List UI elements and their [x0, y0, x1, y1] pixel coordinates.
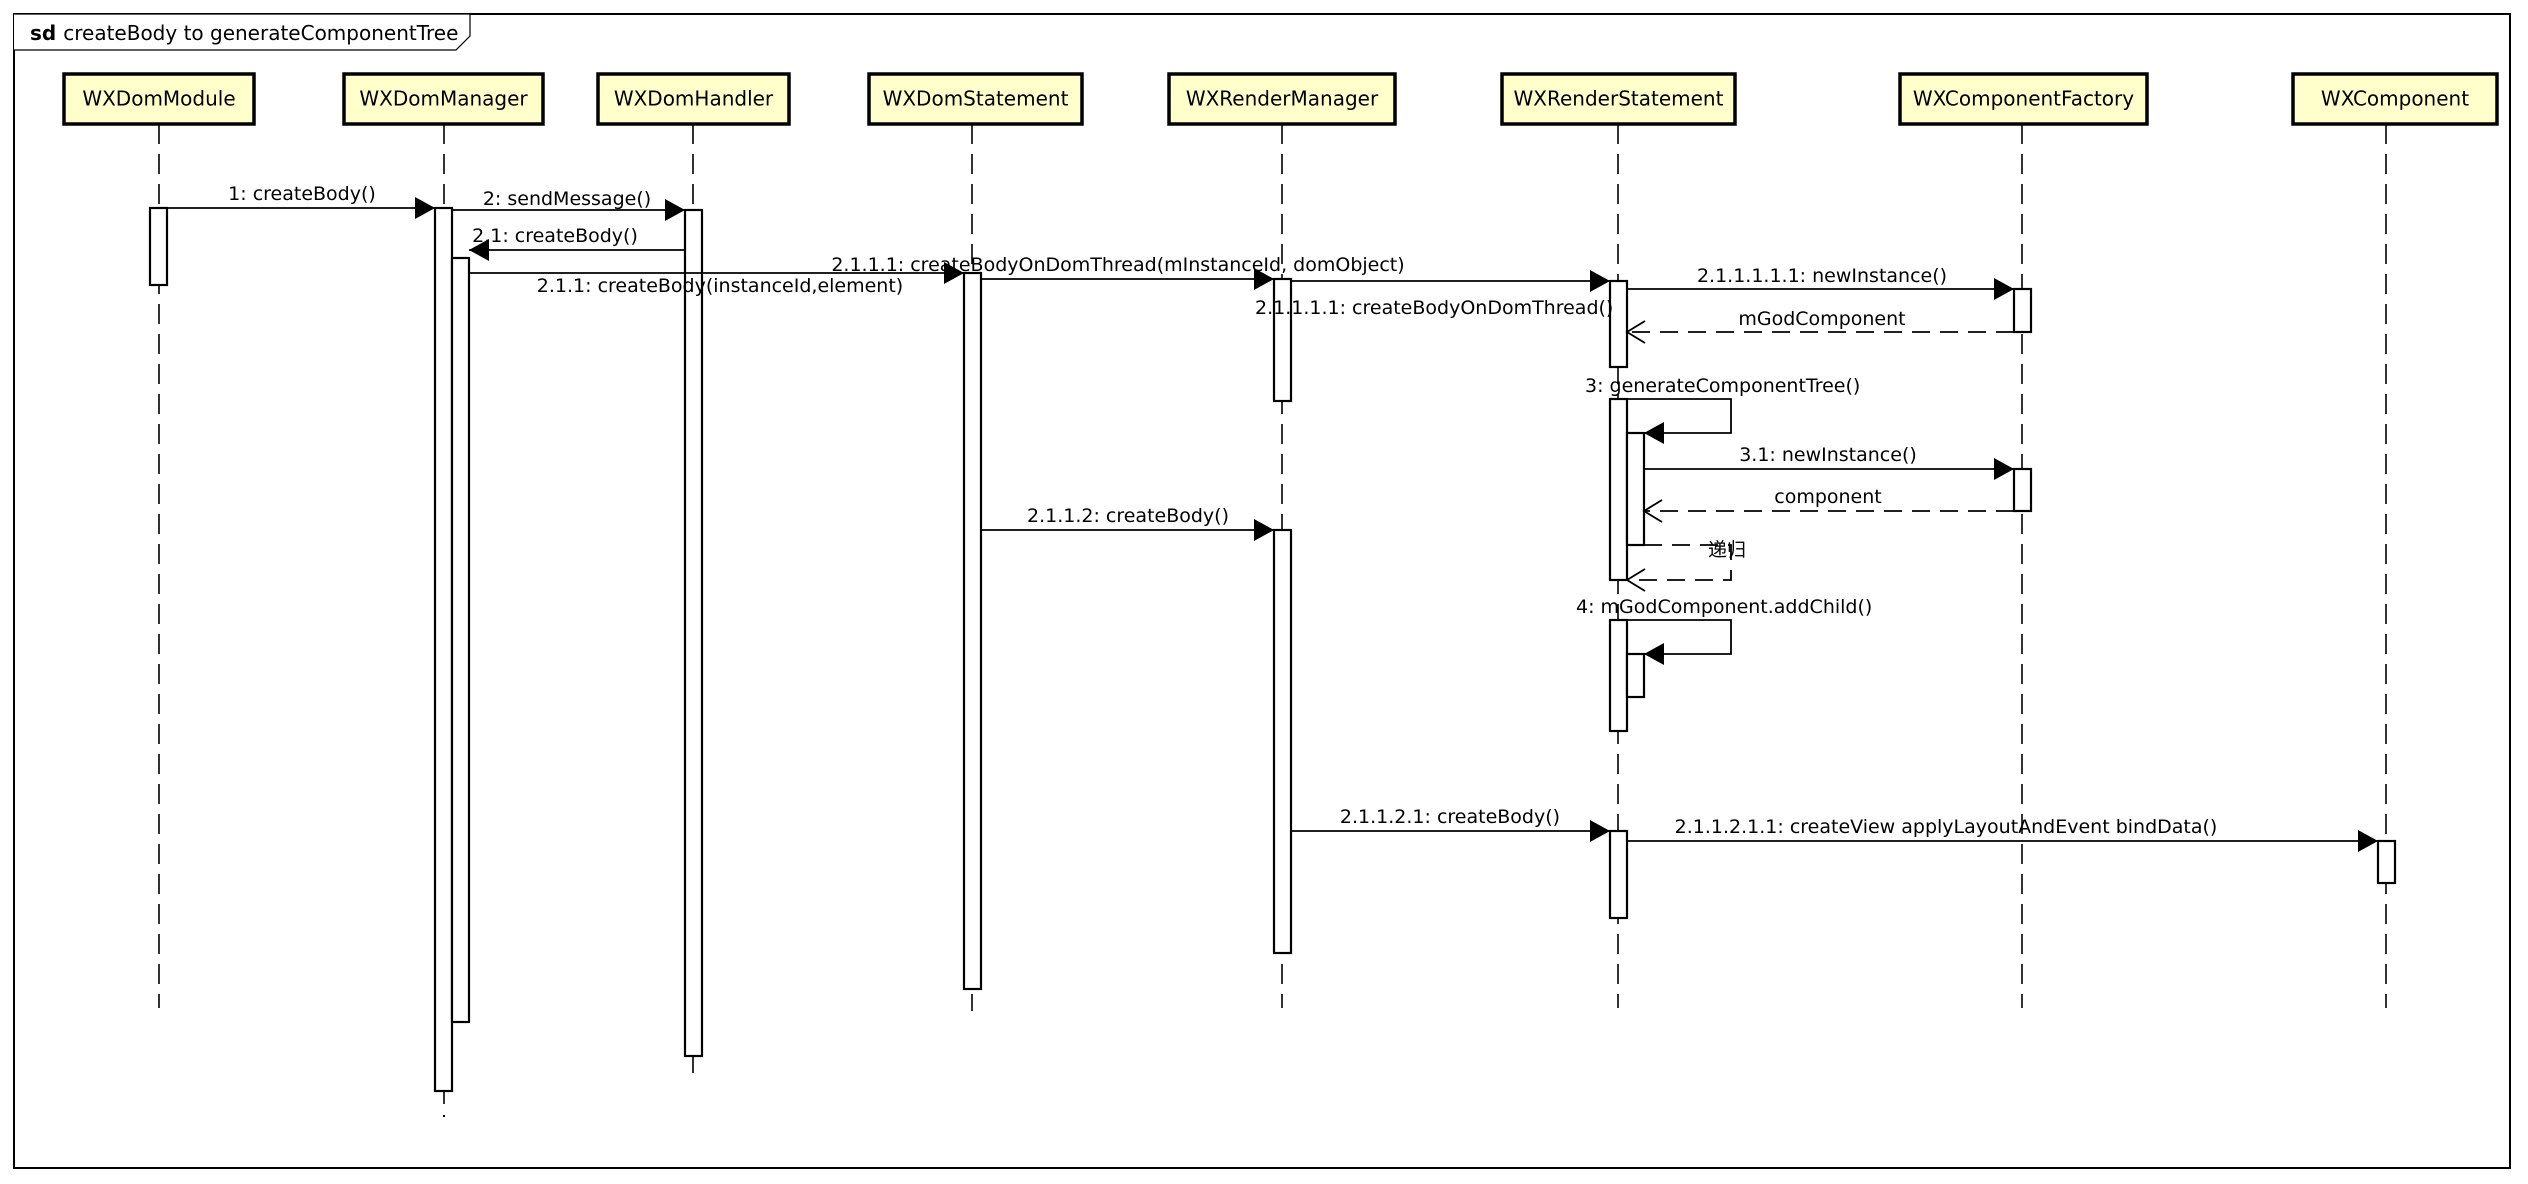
- message-m2-1-1-2-1[interactable]: 2.1.1.2.1: createBody(): [1291, 806, 1610, 842]
- lifeline-header-box[interactable]: [342, 72, 545, 126]
- message-m2[interactable]: 2: sendMessage(): [452, 188, 685, 221]
- frame-title-text: createBody to generateComponentTree: [63, 21, 458, 45]
- lifeline-header-box[interactable]: [62, 72, 256, 126]
- message-r-mGod[interactable]: mGodComponent: [1625, 308, 2014, 344]
- message-m2-1-1-1-1-1[interactable]: 2.1.1.1.1.1: newInstance(): [1627, 265, 2014, 300]
- activation-bar-renderStatement: [1625, 431, 1646, 547]
- arrowhead-filled-icon: [1994, 458, 2014, 480]
- lifeline-header-box[interactable]: [1167, 72, 1397, 126]
- activation-bar-domHandler: [683, 208, 704, 1058]
- activation-bar-renderManager: [1272, 528, 1293, 955]
- activation-bar-renderManager: [1272, 277, 1293, 403]
- message-label: 2.1.1.1.1: createBodyOnDomThread(): [1255, 297, 1613, 319]
- frame-tab-outline: [14, 13, 471, 51]
- message-label: mGodComponent: [1738, 308, 1905, 330]
- self-return-line: [1627, 544, 1732, 581]
- activation-bar-renderStatement: [1608, 397, 1629, 582]
- activation-bar-domStatement: [962, 271, 983, 991]
- lifeline-name: WXComponent: [2321, 87, 2469, 111]
- activation-bar-componentFactory: [2012, 467, 2033, 513]
- activation-bar-componentFactory: [2012, 287, 2033, 334]
- lifeline-header-box[interactable]: [1500, 72, 1737, 126]
- lifeline-name: WXDomModule: [82, 87, 235, 111]
- lifeline-header-box[interactable]: [867, 72, 1084, 126]
- message-label: 2.1.1.1.1.1: newInstance(): [1697, 265, 1947, 287]
- message-m2-1-1-2-1-1[interactable]: 2.1.1.2.1.1: createView applyLayoutAndEv…: [1627, 816, 2378, 852]
- arrowhead-open-icon: [1642, 499, 1663, 523]
- arrowhead-filled-icon: [1590, 820, 1610, 842]
- lifeline-end-dot: [443, 1115, 445, 1117]
- arrowhead-filled-icon: [1254, 268, 1274, 290]
- arrowhead-filled-icon: [1644, 643, 1664, 665]
- messages: 1: createBody() 2: sendMessage() 2.1: crea…: [167, 183, 2378, 852]
- message-label: 2.1.1.2.1: createBody(): [1340, 806, 1560, 828]
- lifeline-name: WXDomManager: [359, 87, 528, 111]
- lifeline-header-box[interactable]: [2291, 72, 2499, 126]
- message-m1[interactable]: 1: createBody(): [167, 183, 435, 219]
- message-label: 4: mGodComponent.addChild(): [1576, 596, 1872, 618]
- frame-title: sd createBody to generateComponentTree: [30, 21, 458, 45]
- frame-title-tab: sd createBody to generateComponentTree: [14, 13, 471, 51]
- activation-bar-domManager: [433, 206, 454, 1093]
- arrowhead-filled-icon: [1994, 278, 2014, 300]
- diagram-frame: [13, 13, 2511, 1169]
- activation-bar-domManager: [450, 256, 471, 1024]
- arrowhead-filled-icon: [1590, 270, 1610, 292]
- message-r-recursion[interactable]: 递归: [1625, 539, 1746, 592]
- message-m3[interactable]: 3: generateComponentTree(): [1585, 375, 1860, 444]
- self-message-line: [1627, 619, 1732, 655]
- activations: [148, 206, 2397, 1093]
- activation-bar-renderStatement: [1625, 652, 1646, 699]
- message-m2-1-1-1[interactable]: 2.1.1.1: createBodyOnDomThread(mInstance…: [831, 254, 1405, 290]
- arrowhead-open-icon: [1625, 568, 1646, 592]
- message-label: 3.1: newInstance(): [1739, 444, 1917, 466]
- lifeline-name: WXDomHandler: [614, 87, 774, 111]
- lifeline-domHandler[interactable]: WXDomHandler: [596, 72, 791, 1073]
- lifeline-header-box[interactable]: [596, 72, 791, 126]
- message-label: component: [1774, 486, 1882, 508]
- message-label: 1: createBody(): [228, 183, 376, 205]
- message-label: 2.1.1.2: createBody(): [1027, 505, 1229, 527]
- message-m4[interactable]: 4: mGodComponent.addChild(): [1576, 596, 1872, 665]
- arrowhead-filled-icon: [2358, 830, 2378, 852]
- lifeline-renderStatement[interactable]: WXRenderStatement: [1500, 72, 1737, 1008]
- lifeline-componentFactory[interactable]: WXComponentFactory: [1898, 72, 2149, 1008]
- message-label: 2.1.1: createBody(instanceId,element): [537, 275, 903, 297]
- arrowhead-filled-icon: [469, 239, 489, 261]
- arrowhead-open-icon: [1625, 320, 1646, 344]
- message-label: 3: generateComponentTree(): [1585, 375, 1860, 397]
- arrowhead-filled-icon: [665, 199, 685, 221]
- message-label: 2: sendMessage(): [483, 188, 651, 210]
- message-m2-1-1-1-1[interactable]: 2.1.1.1.1: createBodyOnDomThread(): [1255, 270, 1613, 319]
- activation-bar-renderStatement: [1608, 618, 1629, 733]
- message-label: 递归: [1708, 539, 1746, 561]
- message-label: 2.1: createBody(): [472, 225, 638, 247]
- frame-keyword: sd: [30, 21, 56, 45]
- message-label: 2.1.1.2.1.1: createView applyLayoutAndEv…: [1675, 816, 2218, 838]
- lifeline-domModule[interactable]: WXDomModule: [62, 72, 256, 1008]
- message-m3-1[interactable]: 3.1: newInstance(): [1644, 444, 2014, 480]
- arrowhead-filled-icon: [944, 262, 964, 284]
- self-message-line: [1627, 398, 1732, 434]
- lifeline-name: WXDomStatement: [883, 87, 1069, 111]
- activation-bar-domModule: [148, 206, 169, 287]
- message-m2-1-1[interactable]: 2.1.1: createBody(instanceId,element): [469, 262, 964, 297]
- lifeline-header-box[interactable]: [1898, 72, 2149, 126]
- lifeline-component[interactable]: WXComponent: [2291, 72, 2499, 1008]
- lifeline-name: WXRenderStatement: [1514, 87, 1724, 111]
- message-m2-1-1-2[interactable]: 2.1.1.2: createBody(): [981, 505, 1274, 541]
- activation-bar-component: [2376, 839, 2397, 885]
- arrowhead-filled-icon: [1254, 519, 1274, 541]
- lifeline-name: WXRenderManager: [1186, 87, 1379, 111]
- arrowhead-filled-icon: [415, 197, 435, 219]
- activation-bar-renderStatement: [1608, 279, 1629, 369]
- arrowhead-filled-icon: [1644, 422, 1664, 444]
- lifeline-name: WXComponentFactory: [1913, 87, 2134, 111]
- message-m2-1[interactable]: 2.1: createBody(): [469, 225, 685, 261]
- message-label: 2.1.1.1: createBodyOnDomThread(mInstance…: [831, 254, 1404, 276]
- message-r-component[interactable]: component: [1642, 486, 2014, 523]
- activation-bar-renderStatement: [1608, 829, 1629, 920]
